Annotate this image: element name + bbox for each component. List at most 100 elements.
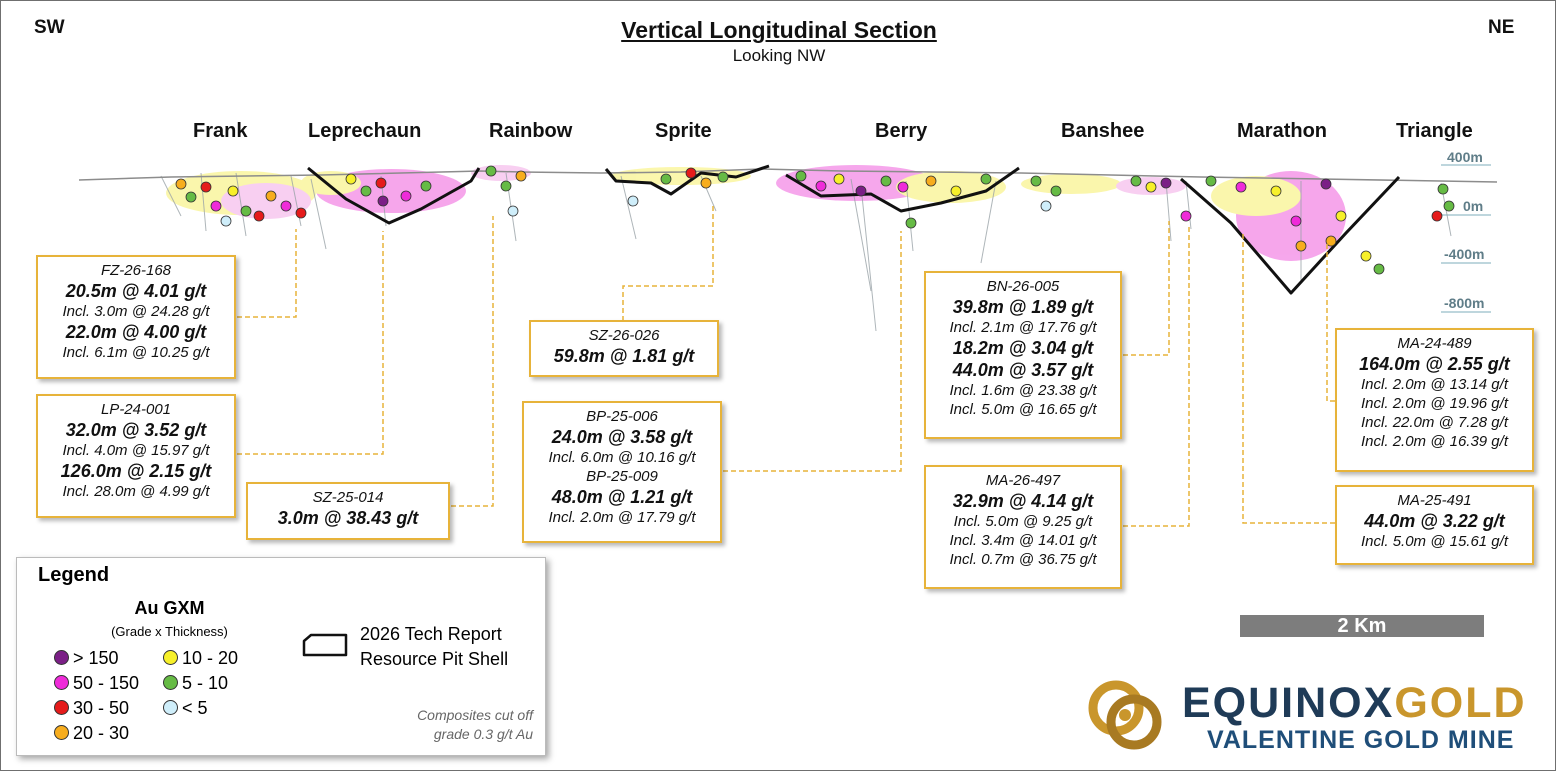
callout-intercept: 44.0m @ 3.22 g/t: [1364, 511, 1505, 531]
cloud-marathon-2: [1211, 176, 1301, 216]
leader-bp-25-006: [723, 231, 902, 472]
callout-including: Incl. 5.0m @ 9.25 g/t: [953, 513, 1093, 530]
leader-ma-26-497: [1123, 226, 1190, 527]
callout-bn-26-005: BN-26-005 39.8m @ 1.89 g/t Incl. 2.1m @ …: [924, 271, 1122, 439]
callout-including: Incl. 2.1m @ 17.76 g/t: [949, 319, 1097, 336]
legend-swatch-orange: [54, 725, 69, 740]
depth-label-400: 400m: [1447, 149, 1483, 165]
pit-shell-label-2: Resource Pit Shell: [360, 649, 509, 669]
depth-label-0: 0m: [1463, 198, 1484, 214]
area-label-berry: Berry: [875, 120, 928, 142]
callout-intercept: 59.8m @ 1.81 g/t: [553, 346, 695, 366]
callout-including: Incl. 2.0m @ 13.14 g/t: [1361, 376, 1508, 393]
callout-including: Incl. 3.4m @ 14.01 g/t: [949, 532, 1097, 549]
area-label-frank: Frank: [193, 120, 248, 142]
callout-hole-id: BN-26-005: [986, 278, 1060, 295]
callout-hole-id: MA-24-489: [1397, 335, 1472, 352]
pit-shell-legend-text: 2026 Tech Report Resource Pit Shell: [360, 622, 508, 672]
callout-intercept: 32.0m @ 3.52 g/t: [65, 420, 207, 440]
page-title-text: Vertical Longitudinal Section: [621, 17, 937, 43]
legend-swatch-green: [163, 675, 178, 690]
legend-panel: Legend Au GXM (Grade x Thickness) > 150 …: [16, 557, 546, 756]
leader-ma-24-489: [1326, 241, 1335, 402]
callout-including: Incl. 4.0m @ 15.97 g/t: [62, 442, 210, 459]
callout-hole-id: MA-26-497: [985, 472, 1061, 489]
legend-item-label: 5 - 10: [182, 673, 229, 693]
legend-swatch-purple: [54, 650, 69, 665]
legend-item-20-30: 20 - 30: [54, 723, 129, 744]
area-label-leprechaun: Leprechaun: [308, 120, 422, 142]
direction-ne: NE: [1488, 17, 1515, 38]
legend-item-lt-5: < 5: [163, 698, 208, 719]
callout-fz-26-168: FZ-26-168 20.5m @ 4.01 g/t Incl. 3.0m @ …: [36, 255, 236, 379]
callout-ma-24-489: MA-24-489 164.0m @ 2.55 g/t Incl. 2.0m @…: [1335, 328, 1534, 472]
legend-swatch-light-blue: [163, 700, 178, 715]
cloud-berry-2: [896, 171, 1006, 203]
leader-fz-26-168: [237, 229, 297, 318]
callout-intercept: 18.2m @ 3.04 g/t: [952, 338, 1094, 358]
callout-intercept: 164.0m @ 2.55 g/t: [1359, 354, 1510, 374]
callout-intercept: 24.0m @ 3.58 g/t: [551, 427, 693, 447]
legend-item-label: 50 - 150: [73, 673, 140, 693]
leader-ma-25-491: [1242, 231, 1335, 524]
callout-bp-25-006: BP-25-006 24.0m @ 3.58 g/t Incl. 6.0m @ …: [522, 401, 722, 543]
callout-including: Incl. 28.0m @ 4.99 g/t: [62, 483, 210, 500]
leader-bn-26-005: [1123, 221, 1170, 356]
area-label-banshee: Banshee: [1061, 120, 1145, 142]
legend-item-gt-150: > 150: [54, 648, 119, 669]
callout-including: Incl. 1.6m @ 23.38 g/t: [949, 382, 1097, 399]
legend-subheading: (Grade x Thickness): [111, 624, 228, 639]
pit-shell-marathon: [1180, 175, 1401, 295]
equinox-gold-logo-icon: [1088, 680, 1162, 750]
pit-shell-label-1: 2026 Tech Report: [360, 624, 502, 644]
logo-wordmark: EQUINOXGOLD: [1182, 679, 1527, 728]
footnote-line-2: grade 0.3 g/t Au: [433, 726, 533, 742]
callout-hole-id: LP-24-001: [100, 401, 172, 418]
legend-footnote: Composites cut off grade 0.3 g/t Au: [417, 706, 533, 744]
page-title: Vertical Longitudinal Section: [1, 17, 1555, 44]
callout-intercept: 22.0m @ 4.00 g/t: [65, 322, 207, 342]
footnote-line-1: Composites cut off: [417, 707, 533, 723]
legend-title: Legend: [38, 564, 110, 586]
callout-intercept: 20.5m @ 4.01 g/t: [65, 281, 207, 301]
legend-swatch-yellow: [163, 650, 178, 665]
legend-item-50-150: 50 - 150: [54, 673, 139, 694]
pit-shell-leprechaun: [307, 166, 481, 225]
logo-wordmark-gold: GOLD: [1394, 679, 1527, 727]
callout-intercept: 48.0m @ 1.21 g/t: [551, 487, 693, 507]
page-subtitle: Looking NW: [732, 46, 826, 65]
pit-shell-berry: [785, 166, 1020, 213]
callout-hole-id: MA-25-491: [1397, 492, 1472, 509]
callout-ma-25-491: MA-25-491 44.0m @ 3.22 g/t Incl. 5.0m @ …: [1335, 485, 1534, 565]
callout-including: Incl. 3.0m @ 24.28 g/t: [62, 303, 210, 320]
topography-line: [78, 168, 1498, 183]
callout-including: Incl. 2.0m @ 17.79 g/t: [548, 509, 696, 526]
callout-including: Incl. 6.0m @ 10.16 g/t: [548, 449, 696, 466]
depth-label-minus-400: -400m: [1444, 246, 1485, 262]
legend-swatch-red: [54, 700, 69, 715]
leader-lines: [237, 206, 1335, 527]
leader-sz-25-014: [451, 216, 494, 507]
callout-including: Incl. 0.7m @ 36.75 g/t: [949, 551, 1097, 568]
legend-item-5-10: 5 - 10: [163, 673, 228, 694]
depth-label-minus-800: -800m: [1444, 295, 1485, 311]
legend-item-30-50: 30 - 50: [54, 698, 129, 719]
callout-intercept: 39.8m @ 1.89 g/t: [952, 297, 1094, 317]
callout-including: Incl. 5.0m @ 15.61 g/t: [1361, 533, 1508, 550]
callout-sz-26-026: SZ-26-026 59.8m @ 1.81 g/t: [529, 320, 719, 377]
legend-item-label: 30 - 50: [73, 698, 130, 718]
callout-ma-26-497: MA-26-497 32.9m @ 4.14 g/t Incl. 5.0m @ …: [924, 465, 1122, 589]
area-label-sprite: Sprite: [655, 120, 712, 142]
callout-intercept: 44.0m @ 3.57 g/t: [952, 360, 1094, 380]
callout-including: Incl. 22.0m @ 7.28 g/t: [1361, 414, 1508, 431]
area-label-marathon: Marathon: [1237, 120, 1327, 142]
callout-hole-id: BP-25-006: [586, 408, 658, 425]
callout-hole-id-2: BP-25-009: [586, 468, 658, 485]
legend-swatch-magenta: [54, 675, 69, 690]
direction-sw: SW: [34, 17, 65, 38]
callout-hole-id: FZ-26-168: [100, 262, 172, 279]
legend-item-label: 20 - 30: [73, 723, 130, 743]
callout-including: Incl. 2.0m @ 16.39 g/t: [1361, 433, 1508, 450]
